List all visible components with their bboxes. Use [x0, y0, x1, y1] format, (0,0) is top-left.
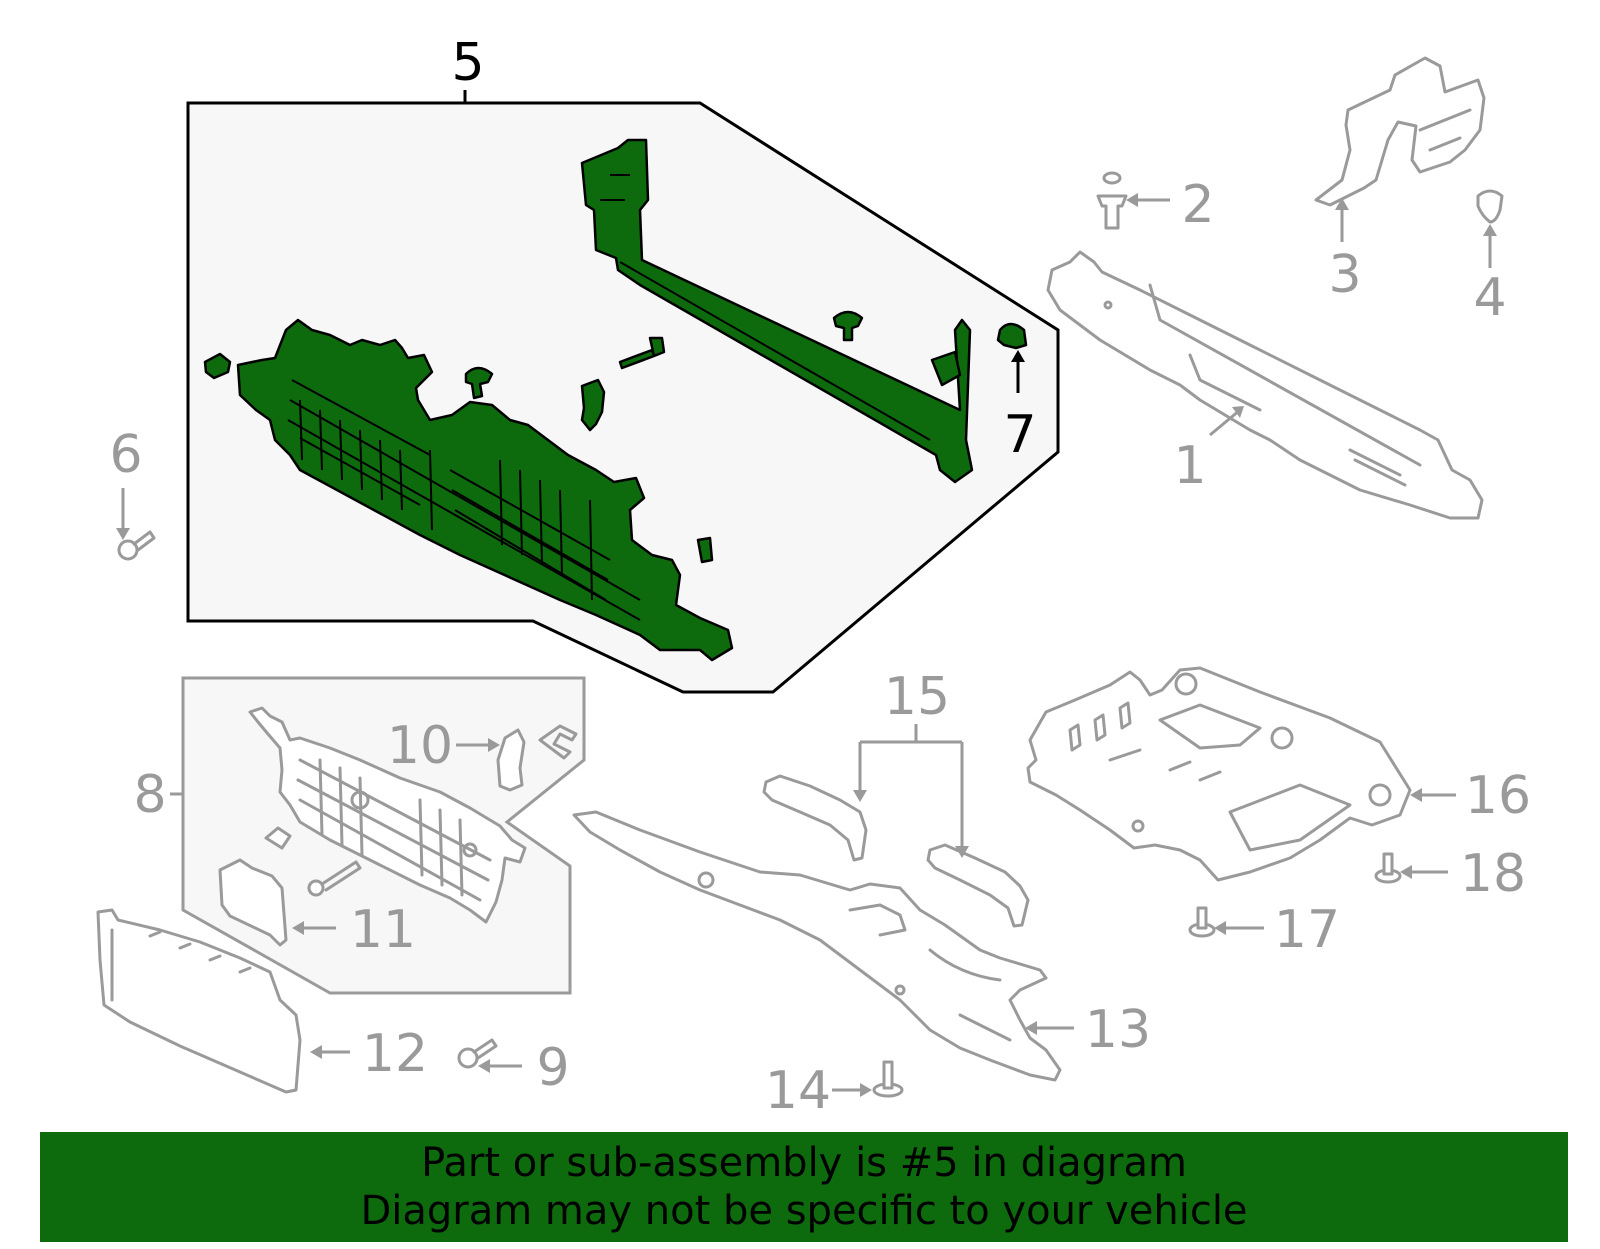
- upper-shield-part-1[interactable]: [1046, 250, 1484, 520]
- push-pin-part-18[interactable]: [1374, 852, 1402, 884]
- bolt-icon[interactable]: [618, 336, 666, 370]
- cover-part-11[interactable]: [218, 858, 288, 947]
- callout-3[interactable]: 3: [1328, 245, 1361, 305]
- clip-nut-part-8[interactable]: [264, 826, 292, 850]
- small-clip-icon[interactable]: [696, 536, 714, 564]
- callout-12[interactable]: 12: [362, 1024, 428, 1084]
- callout-11[interactable]: 11: [350, 900, 416, 960]
- splash-shield-part-16[interactable]: [1026, 666, 1412, 882]
- arrow-6: [116, 528, 130, 540]
- callout-16[interactable]: 16: [1465, 766, 1531, 826]
- callout-13[interactable]: 13: [1085, 1000, 1151, 1060]
- bolt-part-6[interactable]: [117, 530, 156, 561]
- leader-1: [1209, 408, 1241, 437]
- push-pin-part-14[interactable]: [872, 1060, 904, 1098]
- banner-line-2: Diagram may not be specific to your vehi…: [360, 1188, 1248, 1234]
- lower-shutter-part-8[interactable]: [248, 706, 527, 924]
- bracket-part-10[interactable]: [496, 728, 526, 792]
- callout-1[interactable]: 1: [1173, 436, 1206, 496]
- arrow-4: [1483, 224, 1497, 236]
- bolt-part-9[interactable]: [457, 1038, 498, 1069]
- callout-4[interactable]: 4: [1473, 268, 1506, 328]
- callout-8[interactable]: 8: [133, 765, 166, 825]
- callout-14[interactable]: 14: [765, 1061, 831, 1121]
- arrow-15a: [853, 790, 867, 802]
- banner-line-1: Part or sub-assembly is #5 in diagram: [421, 1140, 1187, 1186]
- assembly-5-box: [186, 101, 1060, 694]
- callout-17[interactable]: 17: [1274, 900, 1340, 960]
- clip-nut-icon[interactable]: [203, 352, 232, 380]
- retainer-7-icon[interactable]: [996, 322, 1028, 350]
- push-pin-part-2[interactable]: [1096, 171, 1128, 230]
- arrow-10: [488, 738, 500, 752]
- arrow-17: [1214, 921, 1226, 935]
- push-pin-icon[interactable]: [464, 366, 494, 400]
- arrow-11: [292, 921, 304, 935]
- callout-18[interactable]: 18: [1460, 844, 1526, 904]
- push-pin-upper-icon[interactable]: [832, 310, 864, 342]
- grille-shutter-assembly[interactable]: [236, 318, 734, 662]
- arrow-15b: [955, 846, 969, 858]
- arrow-13: [1025, 1021, 1037, 1035]
- callout-7[interactable]: 7: [1003, 405, 1036, 465]
- arrow-9: [478, 1059, 490, 1073]
- deflector-part-12[interactable]: [96, 908, 302, 1094]
- bracket-part-3[interactable]: [1314, 56, 1486, 207]
- arrow-14: [860, 1083, 872, 1097]
- deflector-part-15b[interactable]: [926, 843, 1030, 928]
- bracket-clip-icon[interactable]: [580, 378, 606, 432]
- arrow-16: [1410, 788, 1422, 802]
- arrow-2: [1126, 193, 1138, 207]
- arrow-7: [1011, 350, 1025, 362]
- arrow-1: [1232, 406, 1244, 418]
- callout-9[interactable]: 9: [536, 1038, 569, 1098]
- push-pin-part-17[interactable]: [1188, 906, 1216, 938]
- radiator-support-bar[interactable]: [580, 138, 974, 484]
- callout-5[interactable]: 5: [451, 33, 484, 93]
- info-banner: Part or sub-assembly is #5 in diagram Di…: [40, 1132, 1568, 1242]
- callout-15[interactable]: 15: [884, 667, 950, 727]
- clip-part-4[interactable]: [1476, 189, 1504, 224]
- arrow-3: [1335, 198, 1349, 210]
- lower-shield-part-13[interactable]: [572, 810, 1062, 1082]
- deflector-part-15a[interactable]: [762, 774, 868, 862]
- clip-part-10b[interactable]: [538, 724, 578, 760]
- arrow-12: [310, 1045, 322, 1059]
- callout-6[interactable]: 6: [109, 425, 142, 485]
- callout-2[interactable]: 2: [1181, 175, 1214, 235]
- bolt-part-8[interactable]: [307, 860, 362, 897]
- arrow-18: [1400, 865, 1412, 879]
- callout-10[interactable]: 10: [387, 716, 453, 776]
- leader-15: [858, 724, 964, 848]
